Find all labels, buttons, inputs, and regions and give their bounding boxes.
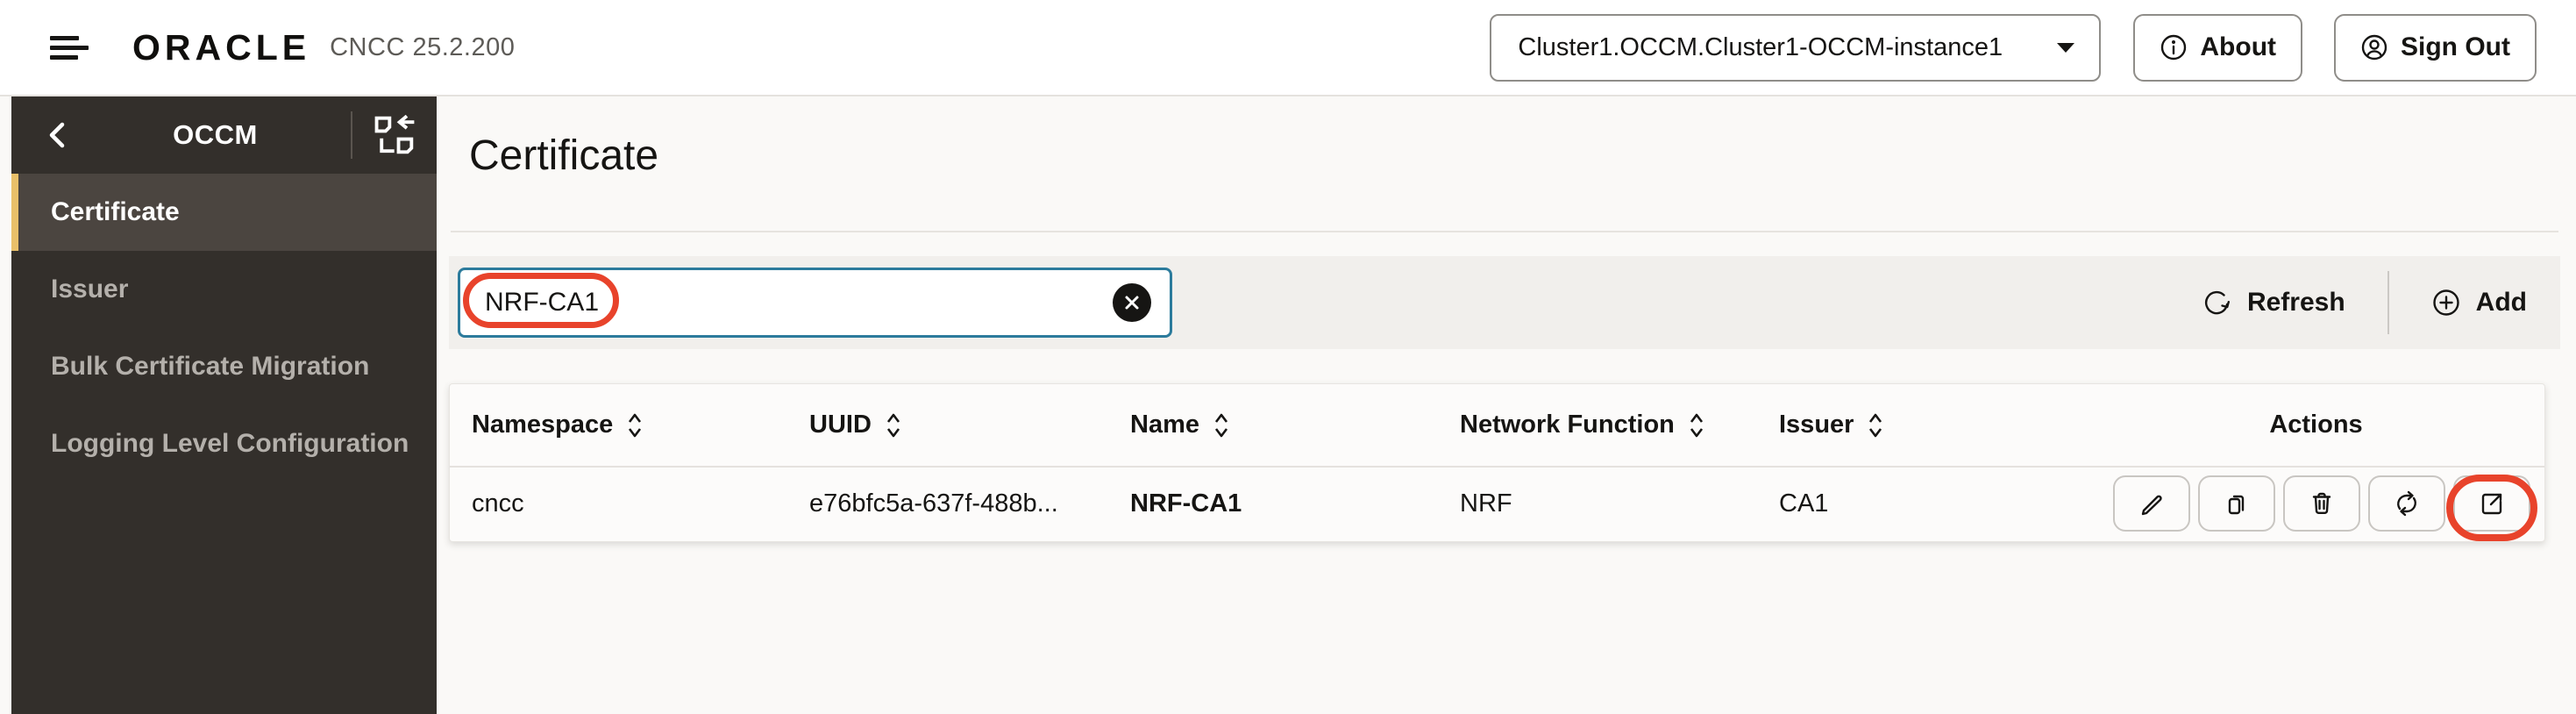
table-row: cncc e76bfc5a-637f-488b... NRF-CA1 NRF C…: [450, 468, 2544, 539]
toolbar-actions: Refresh Add: [2202, 271, 2527, 334]
column-header-name[interactable]: Name: [1130, 411, 1460, 439]
refresh-icon: [2204, 290, 2230, 315]
cell-issuer: CA1: [1779, 489, 1829, 518]
sidebar-item-issuer[interactable]: Issuer: [11, 251, 437, 328]
search-input[interactable]: [458, 268, 1172, 338]
search-container: [458, 268, 1172, 338]
app-switcher-button[interactable]: [352, 115, 437, 155]
sign-out-label: Sign Out: [2401, 32, 2510, 61]
table-header-row: Namespace UUID Name: [450, 384, 2544, 468]
sidebar-item-label: Certificate: [51, 197, 180, 226]
sidebar-item-certificate[interactable]: Certificate: [11, 174, 437, 251]
pencil-icon: [2141, 495, 2162, 516]
app-switcher-icon: [374, 115, 415, 154]
chevron-left-icon: [49, 122, 65, 148]
sidebar-menu: Certificate Issuer Bulk Certificate Migr…: [11, 174, 437, 482]
sidebar: OCCM Certificate Issuer Bulk Certificate…: [11, 96, 437, 714]
main-content: Certificate Refresh: [437, 96, 2576, 714]
recreate-button[interactable]: [2368, 475, 2445, 532]
sort-icon: [629, 413, 642, 437]
certificate-table-card: Namespace UUID Name: [449, 383, 2545, 542]
sort-icon: [1869, 413, 1882, 437]
sort-icon: [1214, 413, 1228, 437]
sidebar-item-label: Logging Level Configuration: [51, 429, 409, 458]
trash-icon: [2312, 492, 2331, 515]
page-title: Certificate: [469, 132, 659, 179]
sidebar-header-divider: [351, 111, 352, 159]
add-label: Add: [2475, 288, 2527, 317]
cell-namespace: cncc: [472, 489, 524, 518]
clear-search-button[interactable]: [1113, 283, 1151, 322]
user-icon: [2361, 34, 2387, 61]
about-label: About: [2200, 32, 2277, 61]
clear-icon: [1125, 296, 1139, 310]
table-toolbar: Refresh Add: [449, 256, 2560, 349]
header-actions: Cluster1.OCCM.Cluster1-OCCM-instance1 Ab…: [1490, 13, 2537, 82]
column-header-actions: Actions: [2269, 411, 2363, 439]
copy-icon: [2228, 495, 2245, 515]
column-header-network-function[interactable]: Network Function: [1460, 411, 1779, 439]
about-button[interactable]: About: [2133, 13, 2303, 82]
sidebar-title: OCCM: [173, 119, 258, 150]
renew-icon: [2397, 490, 2416, 517]
add-button[interactable]: Add: [2431, 288, 2527, 318]
cell-uuid: e76bfc5a-637f-488b...: [809, 489, 1058, 518]
product-version-label: CNCC 25.2.200: [330, 32, 516, 61]
export-button[interactable]: [2453, 475, 2530, 532]
sidebar-header: OCCM: [11, 96, 437, 174]
delete-button[interactable]: [2283, 475, 2360, 532]
edit-button[interactable]: [2113, 475, 2190, 532]
sidebar-item-label: Bulk Certificate Migration: [51, 352, 370, 381]
sort-icon: [886, 413, 900, 437]
oracle-logo: ORACLE: [132, 26, 311, 68]
caret-down-icon: [2057, 43, 2075, 53]
instance-selector-value: Cluster1.OCCM.Cluster1-OCCM-instance1: [1518, 32, 2003, 61]
title-divider: [451, 231, 2558, 232]
hamburger-icon: [50, 35, 79, 40]
cell-actions: [2102, 475, 2544, 532]
copy-button[interactable]: [2198, 475, 2275, 532]
instance-selector-dropdown[interactable]: Cluster1.OCCM.Cluster1-OCCM-instance1: [1490, 13, 2102, 82]
menu-button[interactable]: [50, 27, 90, 68]
sign-out-button[interactable]: Sign Out: [2334, 13, 2537, 82]
export-icon: [2481, 493, 2502, 515]
sort-icon: [1690, 413, 1703, 437]
top-header: ORACLE CNCC 25.2.200 Cluster1.OCCM.Clust…: [0, 0, 2576, 96]
sidebar-item-label: Issuer: [51, 275, 129, 303]
sidebar-back-button[interactable]: [45, 118, 80, 153]
cell-name: NRF-CA1: [1130, 489, 1242, 518]
refresh-button[interactable]: Refresh: [2202, 288, 2345, 318]
toolbar-divider: [2387, 271, 2389, 334]
cell-network-function: NRF: [1460, 489, 1512, 518]
info-icon: [2161, 34, 2187, 61]
sidebar-item-bulk-certificate-migration[interactable]: Bulk Certificate Migration: [11, 328, 437, 405]
sidebar-item-logging-level-configuration[interactable]: Logging Level Configuration: [11, 405, 437, 482]
add-icon: [2432, 289, 2459, 316]
column-header-namespace[interactable]: Namespace: [472, 411, 809, 439]
column-header-uuid[interactable]: UUID: [809, 411, 1130, 439]
refresh-label: Refresh: [2246, 288, 2345, 317]
column-header-issuer[interactable]: Issuer: [1779, 411, 2102, 439]
